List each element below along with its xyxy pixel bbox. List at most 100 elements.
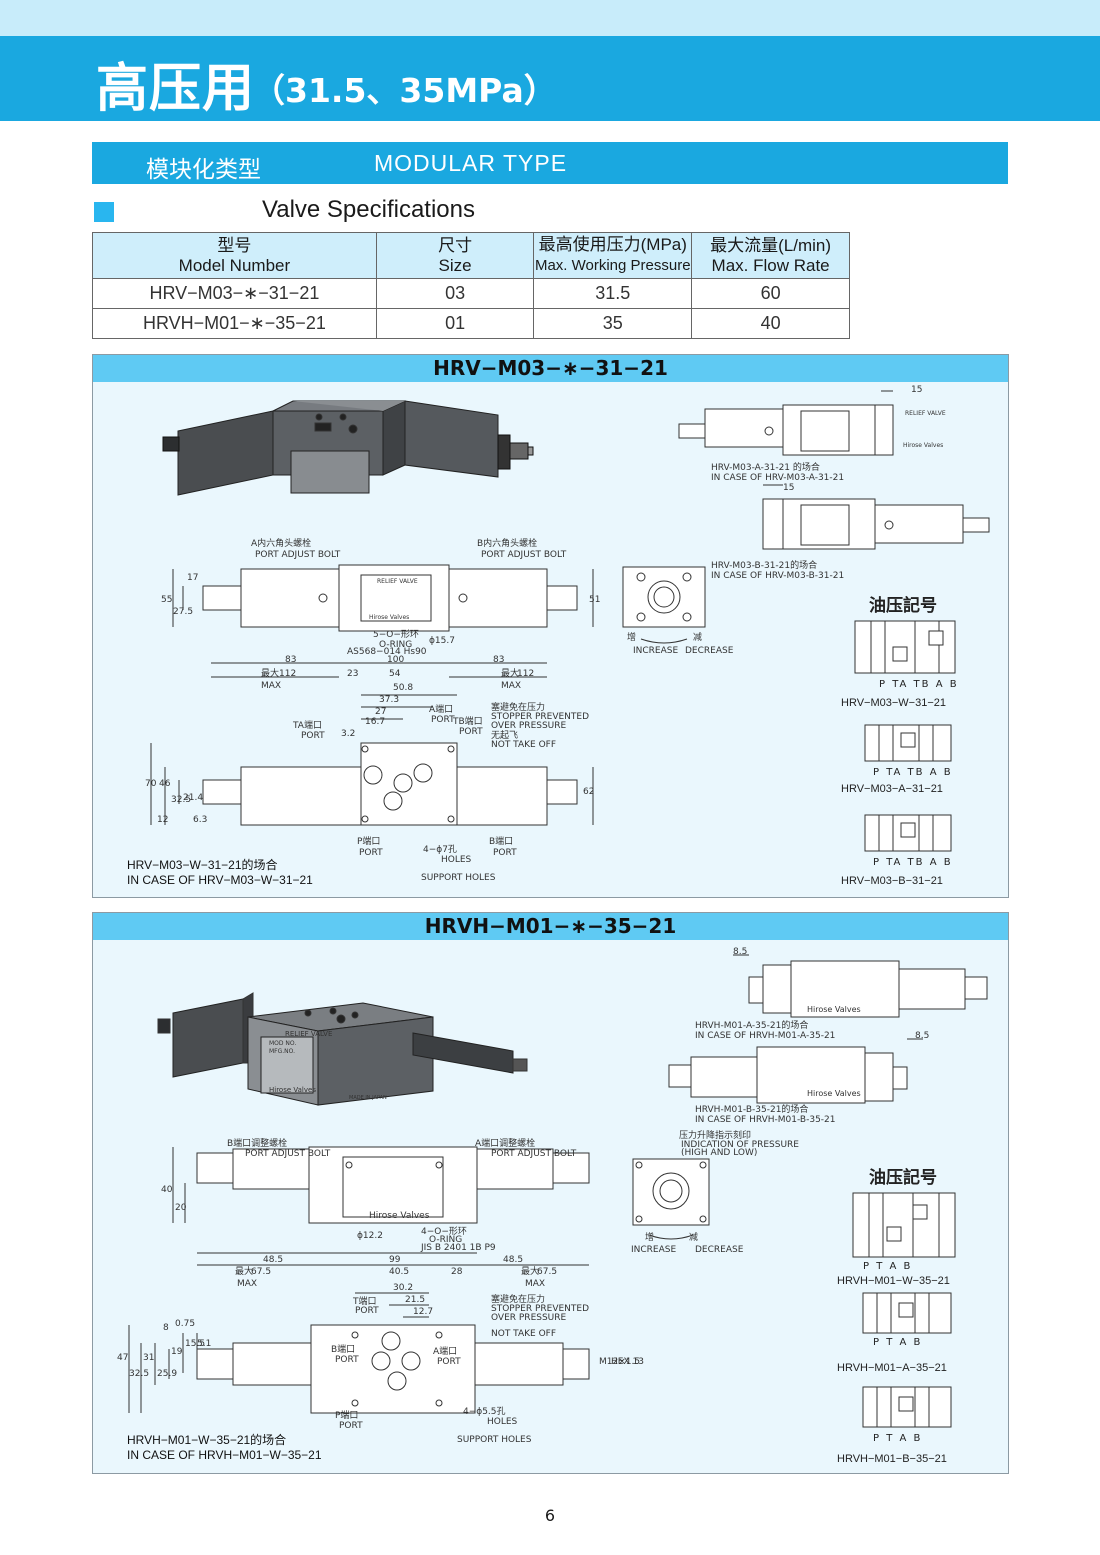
holes-l1: 4−ϕ7孔: [423, 845, 457, 855]
symbol-title: 油压記号: [869, 1168, 937, 1188]
max-cn-right: 最大: [521, 1267, 540, 1277]
stopper-cn: 塞避免在压力: [491, 703, 546, 713]
variant-b-cn: HRVH-M01-B-35-21的场合: [695, 1105, 809, 1115]
case-cn: HRVH−M01−W−35−21的场合: [127, 1433, 287, 1447]
b-bolt-cn: B内六角头螺栓: [477, 539, 538, 549]
dim-54: 54: [389, 669, 401, 679]
t-port-en: PORT: [355, 1306, 379, 1316]
b-port-en: PORT: [493, 848, 517, 858]
nameplate-small: RELIEF VALVE: [905, 410, 946, 417]
variant-a-en: IN CASE OF HRVH-M01-A-35-21: [695, 1031, 836, 1041]
symbol-name: HRV−M03−A−31−21: [841, 783, 943, 795]
max-en-right: MAX: [501, 681, 522, 691]
variant-b-cn: HRV-M03-B-31-21的场合: [711, 561, 818, 571]
hydraulic-symbols: [852, 1192, 956, 1428]
dim-32-5: 32.5: [129, 1369, 150, 1379]
variant-b-en: IN CASE OF HRV-M03-B-31-21: [711, 571, 845, 581]
panel-hrv-m03: HRV−M03−∗−31−21: [92, 354, 1009, 898]
dim-62: 62: [583, 787, 595, 797]
dim-99: 99: [389, 1255, 401, 1265]
a-bolt-cn: A端口调整螺栓: [475, 1139, 536, 1149]
ta-port-en: PORT: [301, 731, 325, 741]
ta-port-cn: TA端口: [293, 721, 322, 731]
dim-51: 51: [589, 595, 601, 605]
page-title: 高压用: [96, 59, 256, 119]
oring-spec: AS568−014 Hs90: [347, 647, 427, 657]
cell-pressure: 35: [533, 308, 693, 339]
dim-37-3: 37.3: [379, 695, 400, 705]
holes-l2: HOLES: [487, 1417, 518, 1427]
brand-top: Hirose Valves: [369, 614, 410, 621]
dim-6-3: 6.3: [193, 815, 208, 825]
symbol-name: HRV−M03−W−31−21: [841, 697, 946, 709]
dim-16-7: 16.7: [365, 717, 386, 727]
case-en: IN CASE OF HRV−M03−W−31−21: [127, 873, 313, 887]
cell-size: 01: [375, 308, 535, 339]
max-cn-left: 最大: [261, 669, 280, 679]
panel-hrvh-m01: HRVH−M01−∗−35−21: [92, 912, 1009, 1474]
dim-50-8: 50.8: [393, 683, 414, 693]
a-port-en: PORT: [437, 1357, 461, 1367]
photo-mfgno: MFG.NO.: [269, 1048, 296, 1055]
page-subtitle: （31.5、35MPa）: [252, 71, 557, 110]
variant-a-en: IN CASE OF HRV-M03-A-31-21: [711, 473, 845, 483]
indicator-en1: INDICATION OF PRESSURE: [681, 1140, 799, 1150]
hrv-m03-drawings: [150, 390, 990, 852]
dim-15: 15: [911, 385, 923, 395]
holes-l3: SUPPORT HOLES: [421, 873, 496, 883]
end-view-drawing: [622, 566, 706, 644]
symbol-ports: P TA TB A B: [873, 767, 953, 778]
symbol-name: HRV−M03−B−31−21: [841, 875, 943, 887]
p-port-en: PORT: [359, 848, 383, 858]
dim-8-5-b: 8.5: [915, 1031, 930, 1041]
photo-madein: MADE IN JAPAN: [349, 1095, 387, 1101]
dim-83-left: 83: [285, 655, 297, 665]
type-label-cn: 模块化类型: [146, 157, 261, 183]
max-cn-right: 最大: [501, 669, 520, 679]
top-view-drawing: [172, 564, 594, 678]
cell-pressure: 31.5: [533, 278, 693, 309]
dim-20: 20: [175, 1203, 187, 1213]
stopper-en1: STOPPER PREVENTED: [491, 712, 590, 722]
holes-l1: 4−ϕ5.5孔: [463, 1407, 506, 1417]
max-en-right: MAX: [525, 1279, 546, 1289]
b-port-cn: B端口: [489, 837, 514, 847]
symbol-ports: P T A B: [873, 1433, 923, 1444]
symbol-ports: P T A B: [873, 1337, 923, 1348]
photo-brand: Hirose Valves: [269, 1086, 316, 1094]
a-port-en: PORT: [431, 715, 455, 725]
dim-23: 23: [347, 669, 359, 679]
cell-flow: 40: [691, 308, 850, 339]
decrease-cn: 减: [689, 1233, 699, 1243]
dim-8-5: 8.5: [733, 947, 748, 957]
dim-55: 55: [161, 595, 173, 605]
variant-b-drawing: [668, 1038, 923, 1104]
dim-40-5: 40.5: [389, 1267, 410, 1277]
bottom-view-drawing: [150, 694, 594, 826]
a-bolt-en: PORT ADJUST BOLT: [255, 550, 341, 560]
panel-title: HRV−M03−∗−31−21: [93, 355, 1008, 382]
b-port-en: PORT: [335, 1355, 359, 1365]
top-view-drawing: [172, 1146, 590, 1266]
dim-15-b: 15: [783, 483, 795, 493]
variant-a-drawing: [678, 390, 894, 456]
increase-en: INCREASE: [633, 646, 679, 656]
panel-title: HRVH−M01−∗−35−21: [93, 913, 1008, 940]
valve-photo: [157, 992, 528, 1106]
max-en-left: MAX: [261, 681, 282, 691]
a-bolt-en: PORT ADJUST BOLT: [491, 1149, 577, 1159]
oring-cn: 4−O−形环: [421, 1227, 467, 1237]
stopper-en1: STOPPER PREVENTED: [491, 1304, 590, 1314]
dim-31: 31: [143, 1353, 155, 1363]
symbol-ports: P TA TB A B: [873, 857, 953, 868]
oring-en: O-RING: [429, 1235, 463, 1245]
tb-port-cn: TB端口: [453, 717, 483, 727]
nameplate-top: RELIEF VALVE: [377, 578, 418, 585]
brand-small: Hirose Valves: [903, 442, 944, 449]
brand-b: Hirose Valves: [807, 1089, 861, 1098]
dim-70: 70: [145, 779, 157, 789]
